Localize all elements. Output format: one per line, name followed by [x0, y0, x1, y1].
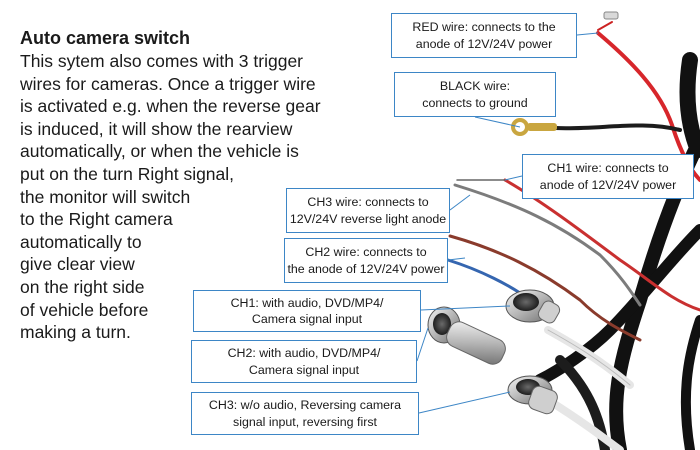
connector-ch2	[427, 306, 506, 365]
ch1-wire-label: CH1 wire: connects to anode of 12V/24V p…	[522, 154, 694, 199]
intro-text: Auto camera switch This sytem also comes…	[20, 26, 420, 344]
intro-line: automatically, or when the vehicle is	[20, 141, 299, 162]
intro-line: is induced, it will show the rearview	[20, 118, 293, 139]
intro-line: on the right side	[20, 276, 145, 297]
leader-lines	[416, 32, 599, 414]
intro-line: of vehicle before	[20, 299, 149, 320]
ch3-wire-label: CH3 wire: connects to 12V/24V reverse li…	[286, 188, 450, 233]
main-harness-cables	[534, 52, 700, 450]
black-wire-label: BLACK wire: connects to ground	[394, 72, 556, 117]
connector-cables	[544, 326, 634, 450]
label-line: 12V/24V reverse light anode	[289, 211, 447, 226]
label-line: CH3 wire: connects to	[307, 195, 429, 209]
black-wire	[511, 118, 682, 136]
fuse-connector	[603, 11, 619, 20]
intro-title: Auto camera switch	[20, 28, 191, 48]
label-line: RED wire: connects to the	[412, 20, 556, 34]
trigger-wires	[446, 178, 700, 342]
ch3-input-label: CH3: w/o audio, Reversing camera signal …	[191, 392, 419, 435]
intro-line: give clear view	[20, 254, 135, 275]
label-line: CH1 wire: connects to	[547, 161, 669, 175]
label-line: anode of 12V/24V power	[415, 36, 553, 51]
label-line: CH3: w/o audio, Reversing camera	[208, 398, 402, 412]
intro-line: wires for cameras. Once a trigger wire	[20, 73, 316, 94]
intro-line: the monitor will switch	[20, 186, 191, 207]
ch2-input-label: CH2: with audio, DVD/MP4/ Camera signal …	[191, 340, 417, 383]
intro-line: put on the turn Right signal,	[20, 163, 235, 184]
red-wire-label: RED wire: connects to the anode of 12V/2…	[391, 13, 577, 58]
label-line: CH2: with audio, DVD/MP4/	[227, 346, 381, 360]
intro-line: to the Right camera	[20, 209, 173, 230]
ch2-wire-label: CH2 wire: connects to the anode of 12V/2…	[284, 238, 448, 283]
connector-ch1	[505, 289, 561, 324]
label-line: signal input, reversing first	[233, 414, 377, 429]
label-line: Camera signal input	[251, 312, 363, 326]
label-line: CH1: with audio, DVD/MP4/	[230, 295, 384, 310]
label-line: anode of 12V/24V power	[539, 177, 677, 192]
intro-line: is activated e.g. when the reverse gear	[20, 96, 321, 117]
ch1-input-label: CH1: with audio, DVD/MP4/ Camera signal …	[193, 290, 421, 332]
label-line: connects to ground	[422, 95, 528, 110]
intro-line: making a turn.	[20, 322, 131, 343]
label-line: CH2 wire: connects to	[305, 245, 427, 259]
label-line: BLACK wire:	[439, 79, 511, 93]
intro-line: This sytem also comes with 3 trigger	[20, 51, 304, 71]
connector-ch3	[507, 375, 558, 415]
label-line: Camera signal input	[248, 362, 360, 377]
intro-line: automatically to	[20, 231, 142, 252]
label-line: the anode of 12V/24V power	[287, 261, 445, 276]
